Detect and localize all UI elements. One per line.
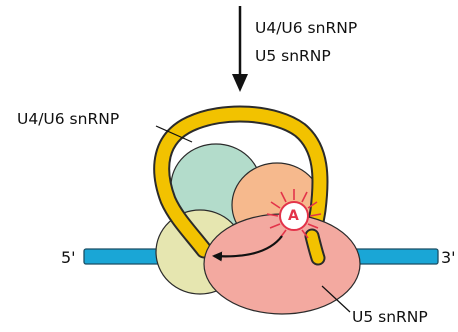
u5-snrnp-label: U5 snRNP — [352, 310, 428, 326]
branch-point-label: A — [288, 209, 299, 223]
u4u6-snrnp-label: U4/U6 snRNP — [17, 112, 119, 128]
five-prime-label: 5' — [61, 250, 76, 266]
three-prime-label: 3' — [441, 250, 456, 266]
arrow-label-u4u6: U4/U6 snRNP — [255, 21, 357, 37]
assembly-arrow — [232, 6, 248, 92]
arrow-label-u5: U5 snRNP — [255, 49, 331, 65]
